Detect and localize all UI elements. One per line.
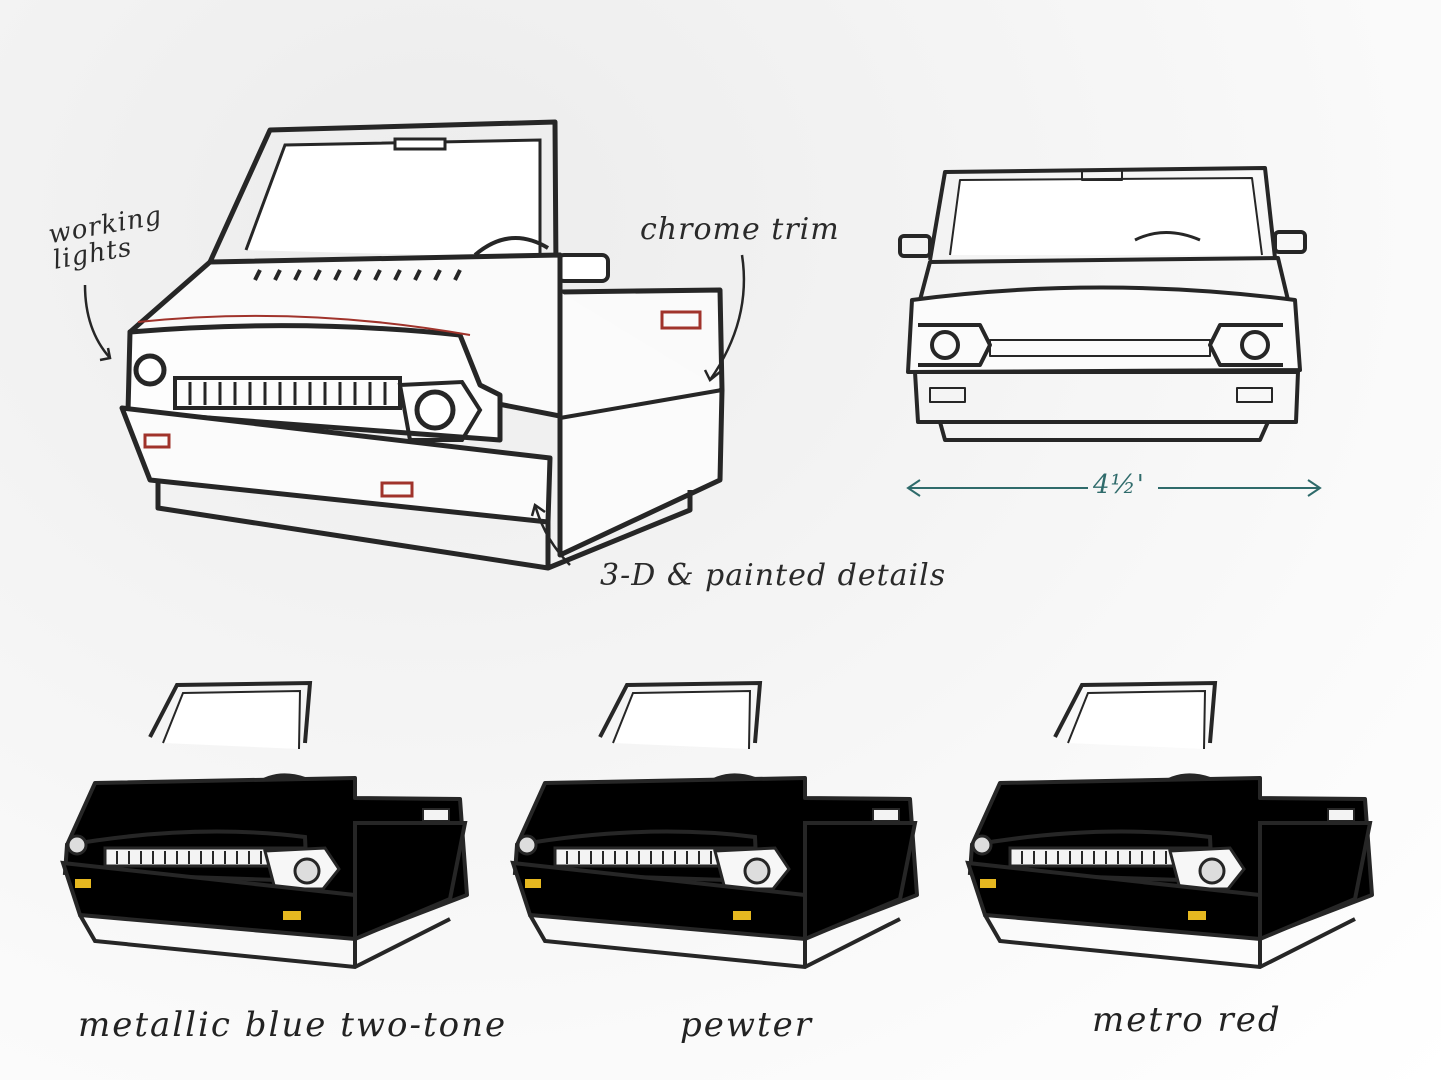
variant-blue: .vb .bodyfill{fill:#3b6fb5}.vb .lowerfil… [61, 681, 469, 969]
caption-pewter: pewter [680, 1005, 814, 1045]
variant-red: .vr .bodyfill{fill:#e8412f}.vr .lowerfil… [966, 681, 1374, 969]
details-note: 3-D & painted details [600, 558, 947, 593]
three-quarter-sketch [122, 122, 722, 568]
dimension-arrow [906, 479, 1322, 497]
annotation-arrows [83, 254, 746, 566]
variant-pewter: .vp .bodyfill{fill:#c4c4c4}.vp .lowerfil… [511, 681, 919, 969]
chrome-trim-note: chrome trim [640, 212, 840, 247]
caption-red: metro red [1092, 1000, 1282, 1040]
dimension-label: 4½' [1093, 470, 1145, 500]
caption-blue: metallic blue two-tone [78, 1005, 508, 1045]
front-view-sketch [898, 166, 1307, 442]
